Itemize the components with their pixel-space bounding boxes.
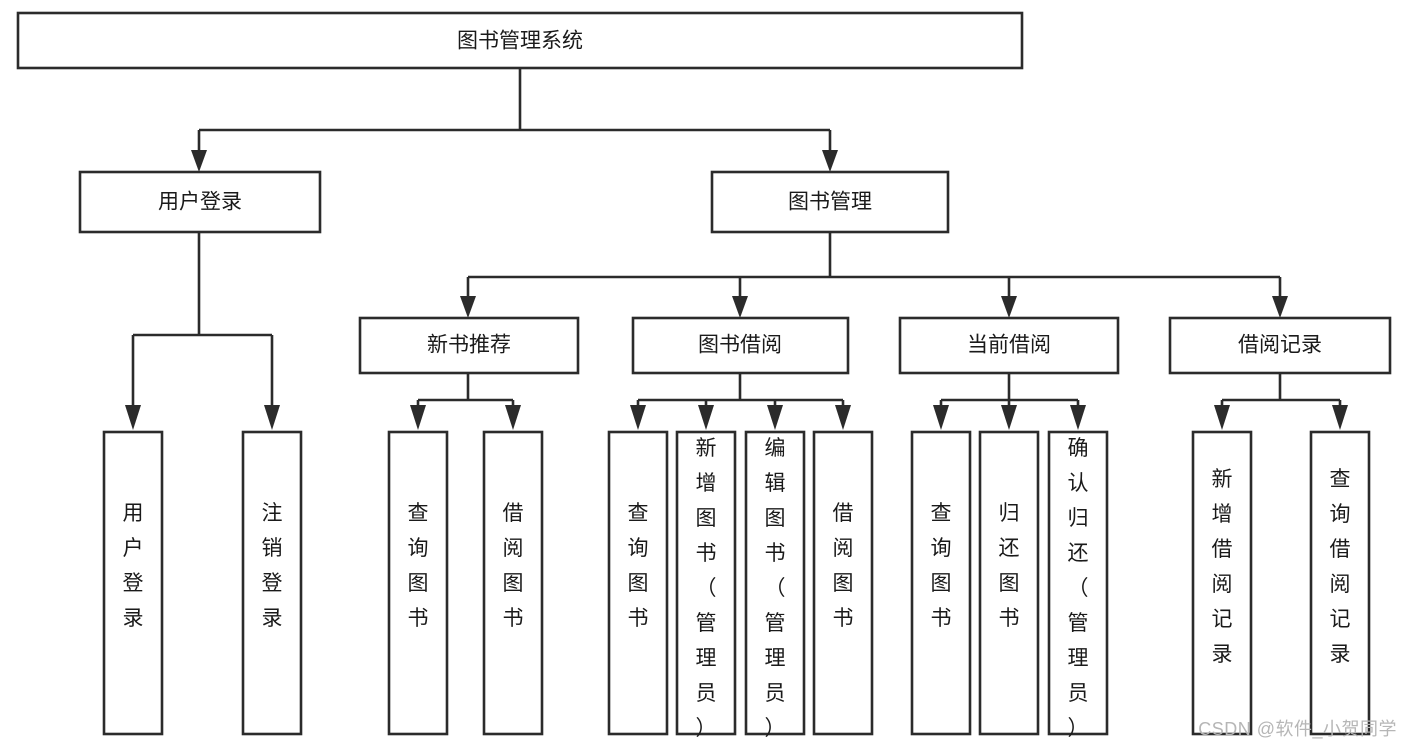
arrow-to-borrow-record (1272, 296, 1288, 318)
node-book-borrow-box[interactable] (631, 316, 850, 375)
node-leaf-confirm-return-box[interactable] (1047, 430, 1109, 736)
arrow-to-leaf-query-book-3 (933, 405, 949, 430)
node-leaf-logout[interactable]: 注销登录 (241, 430, 303, 736)
node-new-book-recommend-label: 新书推荐 (427, 334, 511, 357)
node-user-login-label: 用户登录 (158, 191, 242, 214)
arrow-root-to-book-management (822, 150, 838, 172)
node-new-book-recommend[interactable]: 新书推荐 (358, 316, 580, 375)
node-book-borrow-label: 图书借阅 (698, 334, 782, 357)
node-leaf-borrow-book-1-label: 借阅图书 (503, 502, 524, 630)
node-leaf-query-book-3-label: 查询图书 (931, 502, 952, 630)
arrow-to-leaf-query-book-2 (630, 405, 646, 430)
node-leaf-add-record[interactable]: 新增借阅记录 (1191, 430, 1253, 736)
arrow-to-leaf-query-record (1332, 405, 1348, 430)
node-book-borrow[interactable]: 图书借阅 (631, 316, 850, 375)
node-borrow-record-box[interactable] (1168, 316, 1392, 375)
node-user-login[interactable]: 用户登录 (78, 170, 322, 234)
arrow-to-leaf-return-book (1001, 405, 1017, 430)
node-leaf-add-record-box[interactable] (1191, 430, 1253, 736)
node-leaf-query-record[interactable]: 查询借阅记录 (1309, 430, 1371, 736)
node-leaf-query-book-2-box[interactable] (607, 430, 669, 736)
node-leaf-query-record-box[interactable] (1309, 430, 1371, 736)
node-leaf-return-book-label: 归还图书 (999, 502, 1020, 630)
node-leaf-query-book-1-label: 查询图书 (408, 502, 429, 630)
node-leaf-borrow-book-2[interactable]: 借阅图书 (812, 430, 874, 736)
node-leaf-confirm-return-label: 确认归还（管理员） (1068, 437, 1089, 740)
node-current-borrow-label: 当前借阅 (967, 334, 1051, 357)
node-leaf-add-book[interactable]: 新增图书（管理员） (675, 430, 737, 740)
node-leaf-add-record-label: 新增借阅记录 (1212, 468, 1233, 666)
node-leaf-logout-box[interactable] (241, 430, 303, 736)
node-leaf-logout-label: 注销登录 (262, 502, 283, 630)
arrow-to-leaf-confirm-return (1070, 405, 1086, 430)
arrow-to-leaf-query-book-1 (410, 405, 426, 430)
node-leaf-edit-book[interactable]: 编辑图书（管理员） (744, 430, 806, 740)
node-leaf-confirm-return[interactable]: 确认归还（管理员） (1047, 430, 1109, 740)
node-leaf-query-book-2-label: 查询图书 (628, 502, 649, 630)
arrow-to-book-borrow (732, 296, 748, 318)
arrow-to-leaf-add-book (698, 405, 714, 430)
arrow-to-leaf-user-login (125, 405, 141, 430)
node-leaf-borrow-book-1[interactable]: 借阅图书 (482, 430, 544, 736)
node-leaf-query-book-3[interactable]: 查询图书 (910, 430, 972, 736)
node-leaf-user-login-box[interactable] (102, 430, 164, 736)
arrow-root-to-user-login (191, 150, 207, 172)
node-leaf-query-record-label: 查询借阅记录 (1330, 468, 1351, 666)
arrow-to-leaf-borrow-book-1 (505, 405, 521, 430)
node-leaf-add-book-label: 新增图书（管理员） (696, 437, 717, 740)
arrow-to-new-book-recommend (460, 296, 476, 318)
arrow-to-current-borrow (1001, 296, 1017, 318)
node-leaf-add-book-box[interactable] (675, 430, 737, 736)
node-leaf-user-login-label: 用户登录 (123, 502, 144, 630)
node-book-management-label: 图书管理 (788, 191, 872, 214)
node-leaf-user-login[interactable]: 用户登录 (102, 430, 164, 736)
node-leaf-query-book-1[interactable]: 查询图书 (387, 430, 449, 736)
node-leaf-borrow-book-2-box[interactable] (812, 430, 874, 736)
node-leaf-borrow-book-1-box[interactable] (482, 430, 544, 736)
node-leaf-borrow-book-2-label: 借阅图书 (833, 502, 854, 630)
node-leaf-edit-book-label: 编辑图书（管理员） (765, 437, 786, 740)
arrow-to-leaf-logout (264, 405, 280, 430)
node-leaf-edit-book-box[interactable] (744, 430, 806, 736)
node-root-label: 图书管理系统 (457, 30, 583, 53)
arrow-to-leaf-add-record (1214, 405, 1230, 430)
node-leaf-query-book-3-box[interactable] (910, 430, 972, 736)
node-book-management[interactable]: 图书管理 (710, 170, 950, 234)
node-borrow-record[interactable]: 借阅记录 (1168, 316, 1392, 375)
node-borrow-record-label: 借阅记录 (1238, 334, 1322, 357)
connector-layer (125, 68, 1348, 430)
node-leaf-query-book-2[interactable]: 查询图书 (607, 430, 669, 736)
node-current-borrow[interactable]: 当前借阅 (898, 316, 1120, 375)
node-leaf-query-book-1-box[interactable] (387, 430, 449, 736)
node-leaf-return-book-box[interactable] (978, 430, 1040, 736)
arrow-to-leaf-edit-book (767, 405, 783, 430)
node-root-box[interactable] (16, 11, 1024, 70)
node-current-borrow-box[interactable] (898, 316, 1120, 375)
node-new-book-recommend-box[interactable] (358, 316, 580, 375)
csdn-watermark: CSDN @软件_小贺同学 (1198, 719, 1397, 739)
node-leaf-return-book[interactable]: 归还图书 (978, 430, 1040, 736)
node-user-login-box[interactable] (78, 170, 322, 234)
node-book-management-box[interactable] (710, 170, 950, 234)
arrow-to-leaf-borrow-book-2 (835, 405, 851, 430)
node-root[interactable]: 图书管理系统 (16, 11, 1024, 70)
